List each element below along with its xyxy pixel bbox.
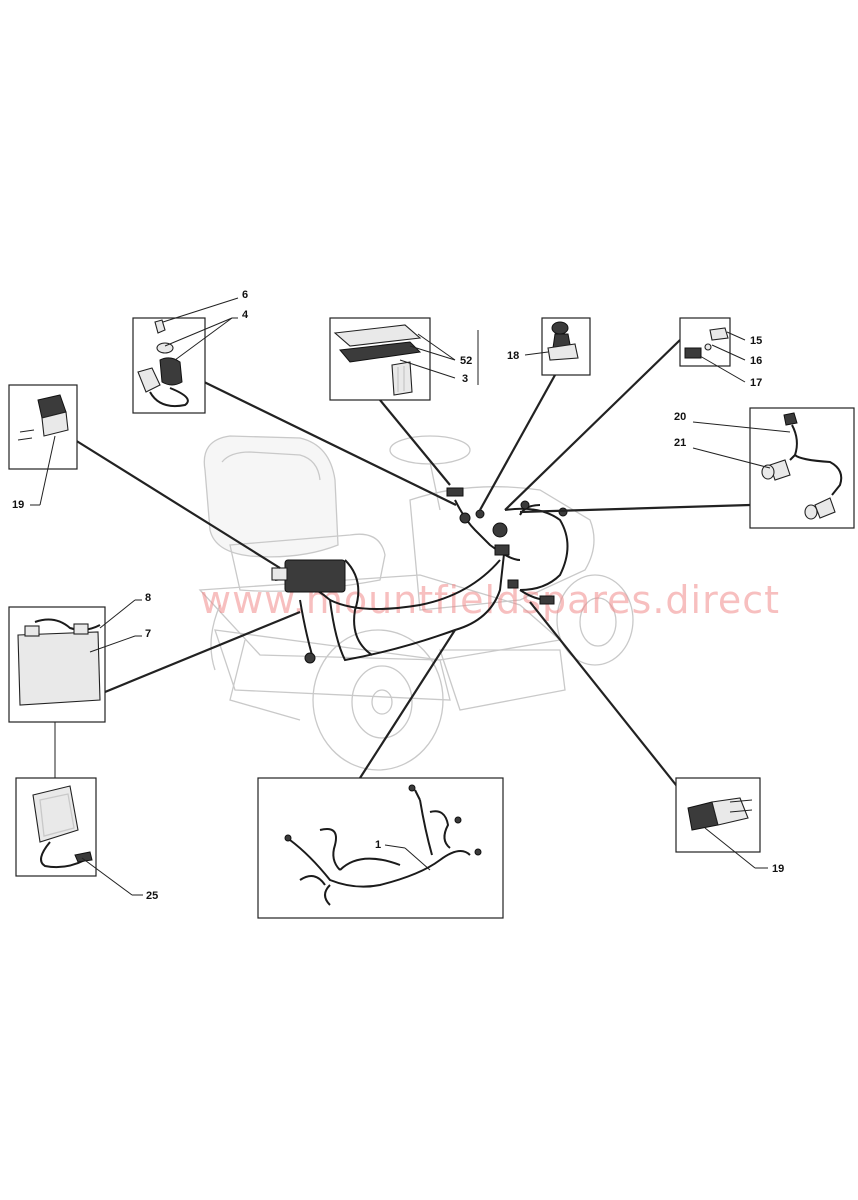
callout-7: 7 [145, 628, 151, 640]
battery-charger-box: 25 [15, 777, 158, 902]
switch-set-box: 15 16 17 [679, 317, 762, 389]
ignition-switch-box: 6 4 [132, 289, 249, 414]
tractor-outline [198, 435, 634, 771]
battery-on-tractor [284, 559, 346, 593]
callout-20: 20 [674, 411, 686, 423]
callout-6: 6 [242, 289, 248, 301]
harness-on-tractor [271, 487, 569, 664]
callout-25: 25 [146, 890, 158, 902]
fuse-box-box: 52 3 [329, 317, 479, 401]
callout-3: 3 [462, 373, 468, 385]
callout-4: 4 [242, 309, 249, 321]
callout-1: 1 [375, 839, 381, 851]
callout-21: 21 [674, 437, 686, 449]
callout-18: 18 [507, 350, 519, 362]
callout-15: 15 [750, 335, 762, 347]
callout-19-left: 19 [12, 499, 24, 511]
callout-17: 17 [750, 377, 762, 389]
wiring-harness-box: 1 [257, 777, 504, 919]
callout-16: 16 [750, 355, 762, 367]
callout-8: 8 [145, 592, 151, 604]
headlight-box: 20 21 [674, 407, 855, 529]
callout-52: 52 [460, 355, 472, 367]
rocker-switch-right-box: 19 [675, 777, 784, 875]
leader-links [54, 339, 751, 791]
rocker-switch-left-box: 19 [8, 384, 78, 511]
callout-19-right: 19 [772, 863, 784, 875]
battery-box: 8 7 [8, 592, 151, 723]
pto-switch-box: 18 [507, 317, 591, 376]
panel-mount [446, 487, 464, 497]
